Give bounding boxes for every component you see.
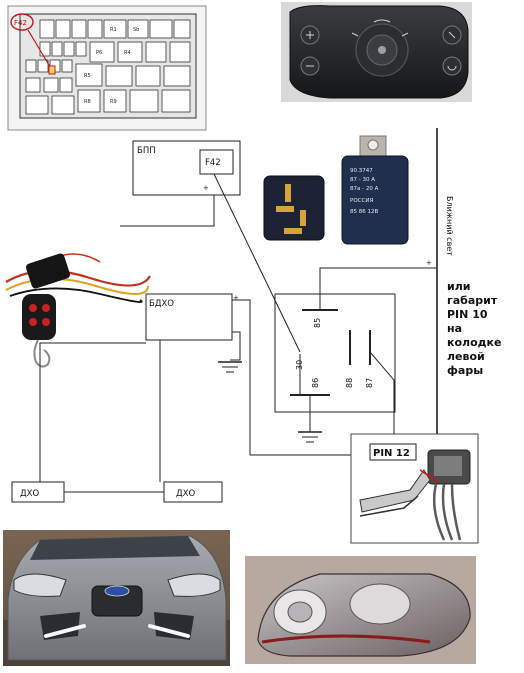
low-beam-plus-label: +: [426, 259, 432, 267]
bdho-plus-label: +: [233, 294, 239, 302]
wire-f42-to-pin30: [213, 173, 301, 353]
relay-photo-black: [263, 175, 325, 241]
bpp-block: [132, 140, 241, 196]
car-front-photo: [3, 530, 230, 666]
pin88-label: 88: [345, 378, 354, 388]
drl-right-label: ДХО: [176, 489, 195, 499]
pin86-label: 86: [311, 378, 320, 388]
pin30-label: 30: [295, 360, 304, 370]
fuse-cell-label: Sb: [133, 27, 139, 33]
wire-to-pin85: [319, 267, 437, 310]
fuse-cell-label: P6: [96, 50, 102, 56]
light-switch-photo: [281, 2, 472, 102]
fuse-cell-label: R9: [110, 99, 117, 105]
low-beam-label: Ближний свет: [445, 196, 454, 256]
note-line: PIN 10: [447, 308, 488, 321]
fuse-f42-slot: [48, 65, 56, 75]
relay-label-line1: 90.3747: [350, 168, 373, 174]
relay-label-line5: 85 86 12В: [350, 209, 378, 215]
drl-left-label: ДХО: [20, 489, 39, 499]
bpp-label: БПП: [137, 146, 156, 156]
fuse-box-f42-label: F42: [14, 19, 27, 27]
bdho-label: БДХО: [149, 299, 174, 309]
relay-label-line2: 87 - 30 A: [350, 177, 375, 183]
note-line: левой: [447, 350, 485, 363]
fuse-cell-label: R4: [124, 50, 131, 56]
relay-label-line4: РОССИЯ: [350, 198, 373, 204]
drl-controller-photo: [5, 253, 151, 368]
f42-label: F42: [205, 158, 221, 168]
wiring-lines: [11, 128, 438, 503]
fuse-box-photo: R1 Sb P6 R4 R5 R8 R9 F42: [7, 5, 207, 131]
note-line: или: [447, 280, 471, 293]
note-line: колодке: [447, 336, 502, 349]
fuse-cell-label: R8: [84, 99, 91, 105]
pin12-label: PIN 12: [373, 448, 410, 459]
note-line: габарит: [447, 294, 498, 307]
note-line: на: [447, 322, 463, 335]
fuse-highlight-circle: [10, 13, 34, 31]
bdho-block: [145, 293, 233, 341]
position-light-note: или габарит PIN 10 на колодке левой фары: [447, 280, 521, 378]
fuse-cell-label: R1: [110, 27, 117, 33]
relay-photo-blue: 90.3747 87 - 30 A 87a - 20 A РОССИЯ 85 8…: [341, 135, 409, 245]
note-line: фары: [447, 364, 484, 377]
fuse-pointer-line: [27, 29, 53, 71]
pin12-connector-photo: PIN 12: [350, 433, 479, 544]
relay-block: [274, 293, 396, 413]
pin87-label: 87: [365, 378, 374, 388]
drl-led-left: [44, 624, 86, 638]
headlamp-photo: [245, 556, 476, 664]
bpp-plus-label: +: [203, 184, 209, 192]
fuse-cell-label: R5: [84, 73, 91, 79]
relay-label-line3: 87a - 20 A: [350, 186, 379, 192]
pin85-label: 85: [313, 318, 322, 328]
drl-led-right: [148, 624, 190, 638]
fuse-f42-box: [199, 149, 234, 175]
